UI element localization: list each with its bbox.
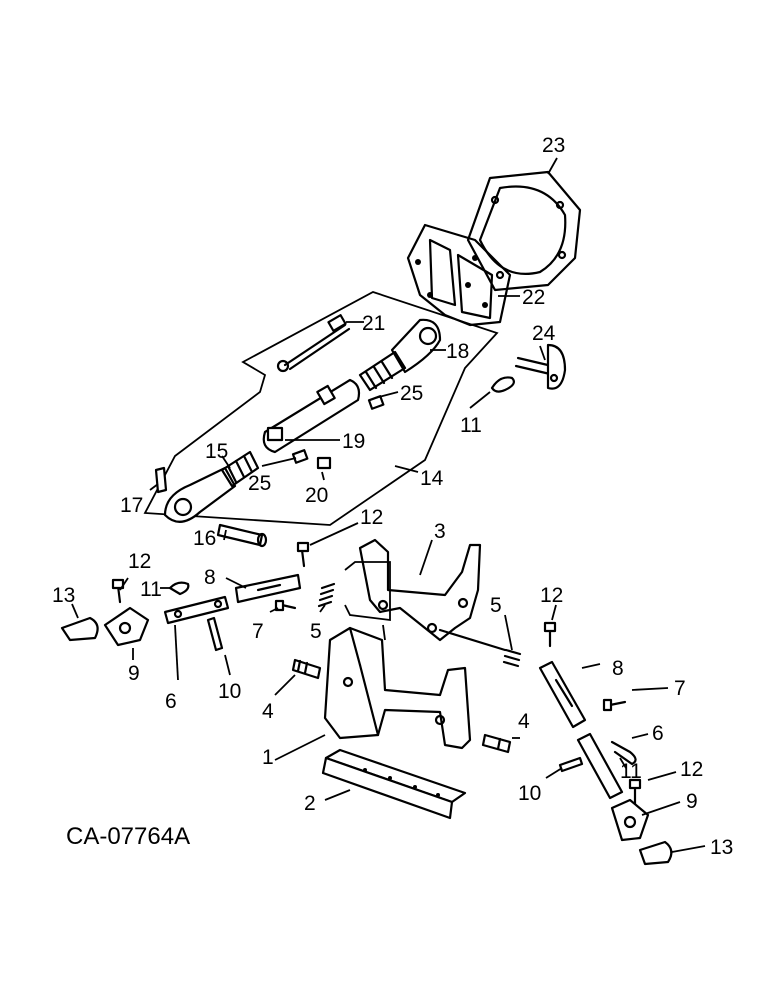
assembly-14-outline [143, 291, 499, 526]
part-stud-left [291, 658, 322, 680]
drawing-code: CA-07764A [66, 823, 190, 850]
part-clip-pin-left [168, 581, 190, 596]
callout-20: 20 [305, 484, 328, 507]
part-pin [216, 523, 268, 548]
callout-10a: 10 [218, 680, 241, 703]
callout-11a: 11 [460, 414, 482, 437]
part-rod [276, 314, 351, 373]
callout-8b: 8 [612, 657, 624, 680]
callout-9a: 9 [128, 662, 140, 685]
callout-14: 14 [420, 467, 444, 490]
callout-labels: 23 22 21 24 18 25 11 19 14 15 25 20 17 1… [52, 134, 733, 859]
callout-17: 17 [120, 494, 143, 517]
part-rod-right [576, 732, 624, 800]
part-link-plate-left [234, 573, 302, 604]
part-bolt-7 [274, 599, 627, 712]
callout-3: 3 [434, 520, 446, 543]
callout-22: 22 [522, 286, 545, 309]
part-clip-10-left [206, 616, 224, 652]
callout-5b: 5 [310, 620, 322, 643]
callout-23: 23 [542, 134, 565, 157]
part-link-plate-right [538, 660, 587, 729]
part-stud-right [481, 733, 512, 754]
callout-8a: 8 [204, 566, 216, 589]
part-tab-left [60, 616, 99, 642]
callout-7a: 7 [252, 620, 264, 643]
part-spring-right [502, 648, 522, 668]
part-end-fitting [358, 318, 442, 392]
callout-10b: 10 [518, 782, 541, 805]
callout-13b: 13 [710, 836, 733, 859]
callout-24: 24 [532, 322, 556, 345]
part-bracket-plate [406, 223, 512, 327]
callout-18: 18 [446, 340, 469, 363]
callout-11c: 11 [620, 760, 642, 783]
callout-12b: 12 [128, 550, 151, 573]
callout-4b: 4 [518, 710, 530, 733]
callout-12d: 12 [680, 758, 703, 781]
part-clip-10-right [558, 756, 584, 773]
callout-7b: 7 [674, 677, 686, 700]
part-1-outline [382, 624, 386, 641]
callout-12a: 12 [360, 506, 383, 529]
callout-16: 16 [193, 527, 216, 550]
part-tab-right [638, 840, 673, 866]
callout-25a: 25 [400, 382, 423, 405]
callout-6a: 6 [165, 690, 177, 713]
part-threaded-end [163, 450, 260, 523]
callout-15: 15 [205, 440, 228, 463]
part-clip-pin-right [610, 740, 637, 766]
callout-12c: 12 [540, 584, 563, 607]
part-base-plate [321, 748, 467, 820]
part-pin-tab [514, 343, 567, 390]
leader-lines [71, 157, 706, 853]
part-rod-left [163, 595, 230, 625]
callout-25b: 25 [248, 472, 271, 495]
callout-4a: 4 [262, 700, 274, 723]
part-gasket [466, 170, 582, 292]
part-clip [154, 466, 168, 494]
part-top-bracket [358, 538, 507, 652]
part-main-bracket [323, 626, 472, 750]
callout-5a: 5 [490, 594, 502, 617]
part-spring-upper [317, 582, 336, 608]
callout-1: 1 [262, 746, 274, 769]
part-small-bolts [291, 395, 385, 470]
callout-9b: 9 [686, 790, 698, 813]
part-clevis-left [103, 606, 150, 647]
callout-21: 21 [362, 312, 385, 335]
callout-6b: 6 [652, 722, 664, 745]
part-sleeve [262, 378, 361, 454]
part-clevis-right [610, 798, 650, 842]
callout-19: 19 [342, 430, 365, 453]
callout-13a: 13 [52, 584, 75, 607]
callout-11b: 11 [140, 578, 162, 601]
callout-2: 2 [304, 792, 316, 815]
part-3-outline [344, 561, 391, 622]
part-clip-pin-upper [490, 376, 515, 393]
